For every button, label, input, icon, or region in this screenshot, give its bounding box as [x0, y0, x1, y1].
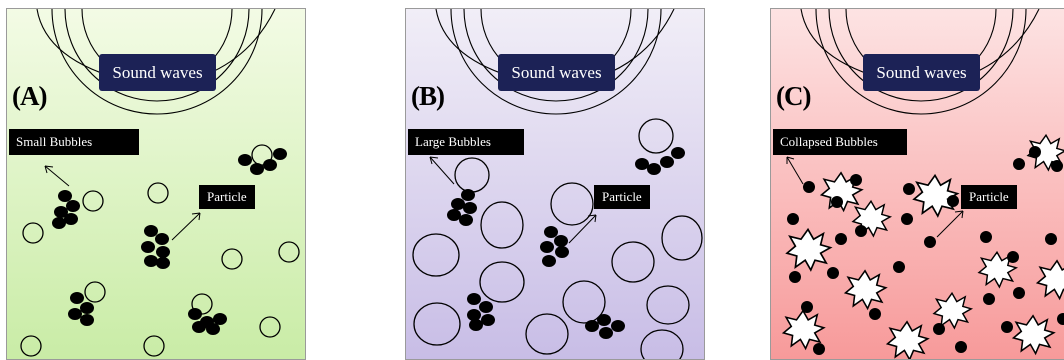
panel-large-bubbles: Sound waves (B) Large Bubbles Particle — [405, 8, 705, 360]
particle-clusters — [52, 148, 287, 335]
sound-waves-label: Sound waves — [498, 54, 615, 91]
panel-letter: (C) — [776, 81, 810, 112]
bubble-type-label: Collapsed Bubbles — [773, 129, 907, 155]
sound-waves-label: Sound waves — [99, 54, 216, 91]
particle-label: Particle — [961, 185, 1017, 209]
panel-letter: (A) — [12, 81, 46, 112]
particle-clusters — [447, 147, 685, 339]
panel-small-bubbles: Sound waves (A) Small Bubbles Particle — [6, 8, 306, 360]
bubble-type-label: Large Bubbles — [408, 129, 524, 155]
particle-label: Particle — [594, 185, 650, 209]
particle-label: Particle — [199, 185, 255, 209]
sound-waves-label: Sound waves — [863, 54, 980, 91]
panel-letter: (B) — [411, 81, 444, 112]
bubble-type-label: Small Bubbles — [9, 129, 139, 155]
panel-collapsed-bubbles: Sound waves (C) Collapsed Bubbles Partic… — [770, 8, 1064, 360]
